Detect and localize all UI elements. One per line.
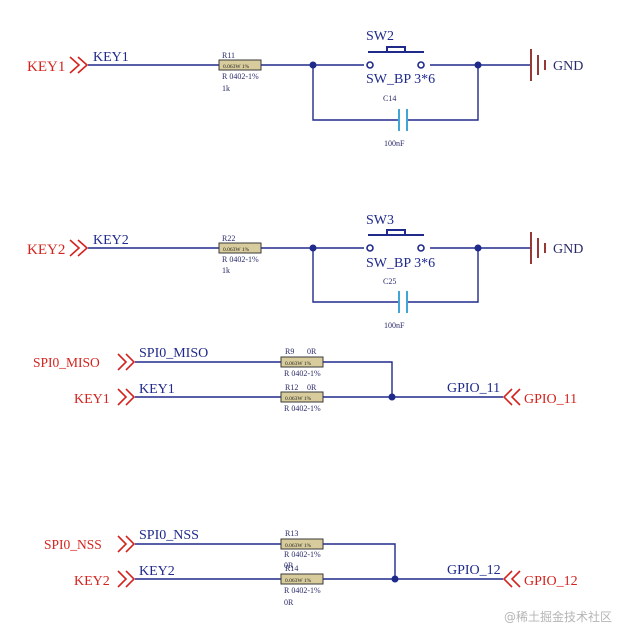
resistor-body-text: 0.063W 1% (223, 247, 250, 253)
capacitor-ref-c14: C14 (383, 94, 396, 103)
capacitor-c25 (398, 291, 408, 313)
net-label-spi0-nss: SPI0_NSS (139, 528, 199, 543)
capacitor-ref-c25: C25 (383, 277, 396, 286)
circuit-key1-sw2: KEY1 KEY1 R11 0.063W 1% R 0402-1% 1k SW2… (27, 29, 583, 148)
resistor-ref-r13: R13 (285, 529, 298, 538)
switch-contact (417, 244, 425, 252)
resistor-ref-r14: R14 (285, 564, 298, 573)
resistor-footprint: R 0402-1% (222, 72, 259, 81)
capacitor-value: 100nF (384, 321, 405, 330)
resistor-value: 0R (284, 561, 294, 570)
ground-icon (530, 49, 546, 81)
resistor-value: 1k (222, 266, 230, 275)
port-arrow-icon (117, 570, 136, 588)
resistor-footprint: R 0402-1% (284, 404, 321, 413)
port-label-key2: KEY2 (27, 242, 65, 258)
resistor-value: 0R (307, 383, 317, 392)
wire (323, 543, 396, 578)
net-label-gpio-11: GPIO_11 (447, 381, 500, 396)
wire (323, 361, 393, 397)
net-label-key2: KEY2 (93, 233, 129, 248)
port-arrow-icon (502, 388, 521, 406)
switch-ref-sw2: SW2 (366, 29, 394, 44)
switch-ref-sw3: SW3 (366, 213, 394, 228)
net-label-key1: KEY1 (139, 382, 175, 397)
net-label-gpio-12: GPIO_12 (447, 563, 501, 578)
resistor-ref-r9: R9 (285, 347, 294, 356)
capacitor-value: 100nF (384, 139, 405, 148)
net-label-key1: KEY1 (93, 50, 129, 65)
port-label-spi0-miso: SPI0_MISO (33, 355, 100, 370)
wire (312, 248, 479, 303)
resistor-footprint: R 0402-1% (284, 369, 321, 378)
resistor-body-text: 0.063W 1% (285, 396, 312, 402)
resistor-ref-r11: R11 (222, 51, 235, 60)
watermark-text: @稀土掘金技术社区 (504, 609, 612, 624)
net-label-spi0-miso: SPI0_MISO (139, 346, 208, 361)
ground-label: GND (553, 242, 583, 257)
port-arrow-icon (117, 388, 136, 406)
junction-dot (388, 393, 396, 401)
resistor-value: 0R (307, 347, 317, 356)
port-label-gpio-12: GPIO_12 (524, 574, 578, 589)
junction-dot (391, 575, 399, 583)
port-arrow-icon (117, 535, 136, 553)
port-arrow-icon (117, 353, 136, 371)
resistor-value: 0R (284, 598, 294, 607)
resistor-footprint: R 0402-1% (284, 586, 321, 595)
port-label-gpio-11: GPIO_11 (524, 392, 577, 407)
resistor-body-text: 0.063W 1% (285, 361, 312, 367)
resistor-value: 1k (222, 84, 230, 93)
port-arrow-icon (502, 570, 521, 588)
resistor-footprint: R 0402-1% (284, 550, 321, 559)
port-label-key2: KEY2 (74, 574, 110, 589)
switch-value: SW_BP 3*6 (366, 256, 435, 271)
switch-value: SW_BP 3*6 (366, 72, 435, 87)
ground-label: GND (553, 59, 583, 74)
port-label-key1: KEY1 (74, 392, 110, 407)
ground-icon (530, 232, 546, 264)
port-label-key1: KEY1 (27, 59, 65, 75)
port-arrow-icon (69, 239, 89, 257)
circuit-gpio12-mux: SPI0_NSS SPI0_NSS R13 0.063W 1% R 0402-1… (44, 528, 578, 607)
resistor-ref-r12: R12 (285, 383, 298, 392)
port-arrow-icon (69, 56, 89, 74)
switch-contact (417, 61, 425, 69)
resistor-footprint: R 0402-1% (222, 255, 259, 264)
resistor-ref-r22: R22 (222, 234, 235, 243)
circuit-gpio11-mux: SPI0_MISO SPI0_MISO R9 0R 0.063W 1% R 04… (33, 346, 577, 413)
resistor-body-text: 0.063W 1% (285, 543, 312, 549)
capacitor-c14 (398, 109, 408, 131)
net-label-key2: KEY2 (139, 564, 175, 579)
switch-sw3 (368, 229, 424, 236)
wire (312, 65, 479, 121)
switch-contact (366, 61, 374, 69)
resistor-body-text: 0.063W 1% (285, 578, 312, 584)
port-label-spi0-nss: SPI0_NSS (44, 537, 102, 552)
circuit-key2-sw3: KEY2 KEY2 R22 0.063W 1% R 0402-1% 1k SW3… (27, 213, 583, 330)
switch-contact (366, 244, 374, 252)
switch-sw2 (368, 46, 424, 53)
resistor-body-text: 0.063W 1% (223, 64, 250, 70)
